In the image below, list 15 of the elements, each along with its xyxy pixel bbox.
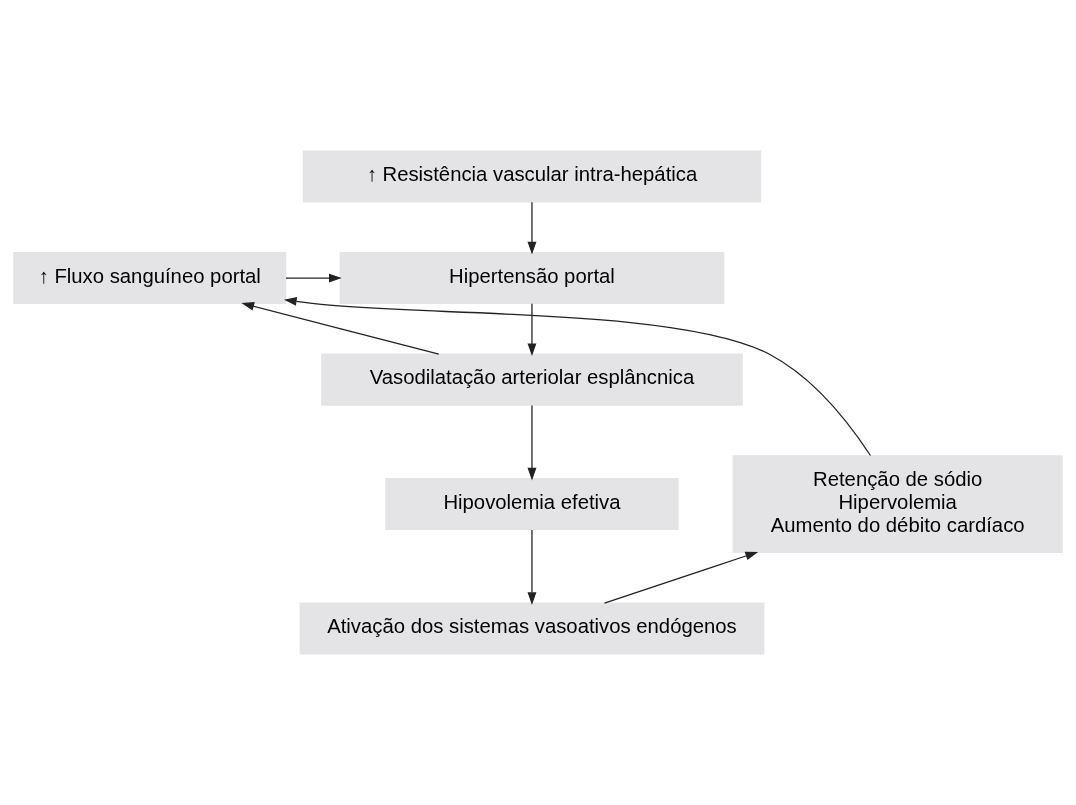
arrow [603,551,759,604]
arrow [527,201,537,255]
node-box: ↑ Resistência vascular intra-hepática [302,150,762,203]
arrow [285,273,342,283]
arrow [527,404,537,481]
node-box: Ativação dos sistemas vasoativos endógenos [299,602,765,655]
node-box: Vasodilatação arteriolar esplâncnica [321,353,743,406]
node-box: Retenção de sódio Hipervolemia Aumento do débito cardíaco [732,455,1063,553]
arrow [527,529,537,605]
arrow [283,296,872,457]
node-box: ↑ Fluxo sanguíneo portal [13,252,287,305]
node-box: Hipovolemia efetiva [385,478,679,531]
arrow [527,303,537,357]
arrow [241,301,440,355]
node-box: Hipertensão portal [339,252,725,305]
